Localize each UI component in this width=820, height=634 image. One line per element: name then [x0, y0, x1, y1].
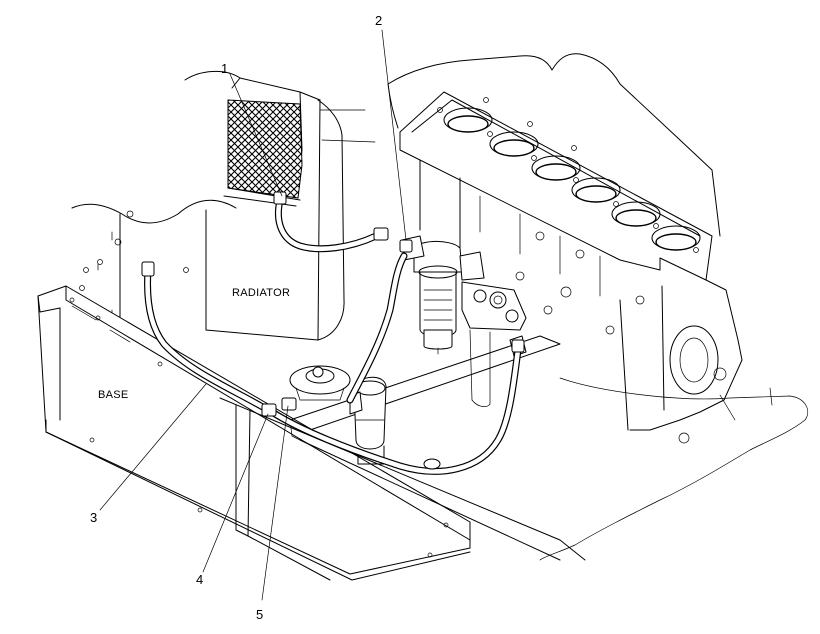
fittings: [141, 191, 525, 470]
fuel-hoses: [144, 196, 522, 475]
base-label: BASE: [98, 389, 129, 401]
fuel-filter: [401, 235, 485, 355]
callout-3: 3: [90, 510, 97, 525]
floor-outline: [539, 377, 809, 561]
base-frame: [37, 285, 586, 581]
radiator-label: RADIATOR: [232, 287, 290, 299]
callout-5: 5: [256, 607, 263, 622]
callout-2: 2: [375, 13, 382, 28]
callout-4: 4: [196, 572, 203, 587]
radiator: [184, 71, 376, 341]
callout-1: 1: [221, 61, 228, 76]
callout-leaders: [99, 29, 407, 601]
engine-block: [387, 53, 743, 444]
